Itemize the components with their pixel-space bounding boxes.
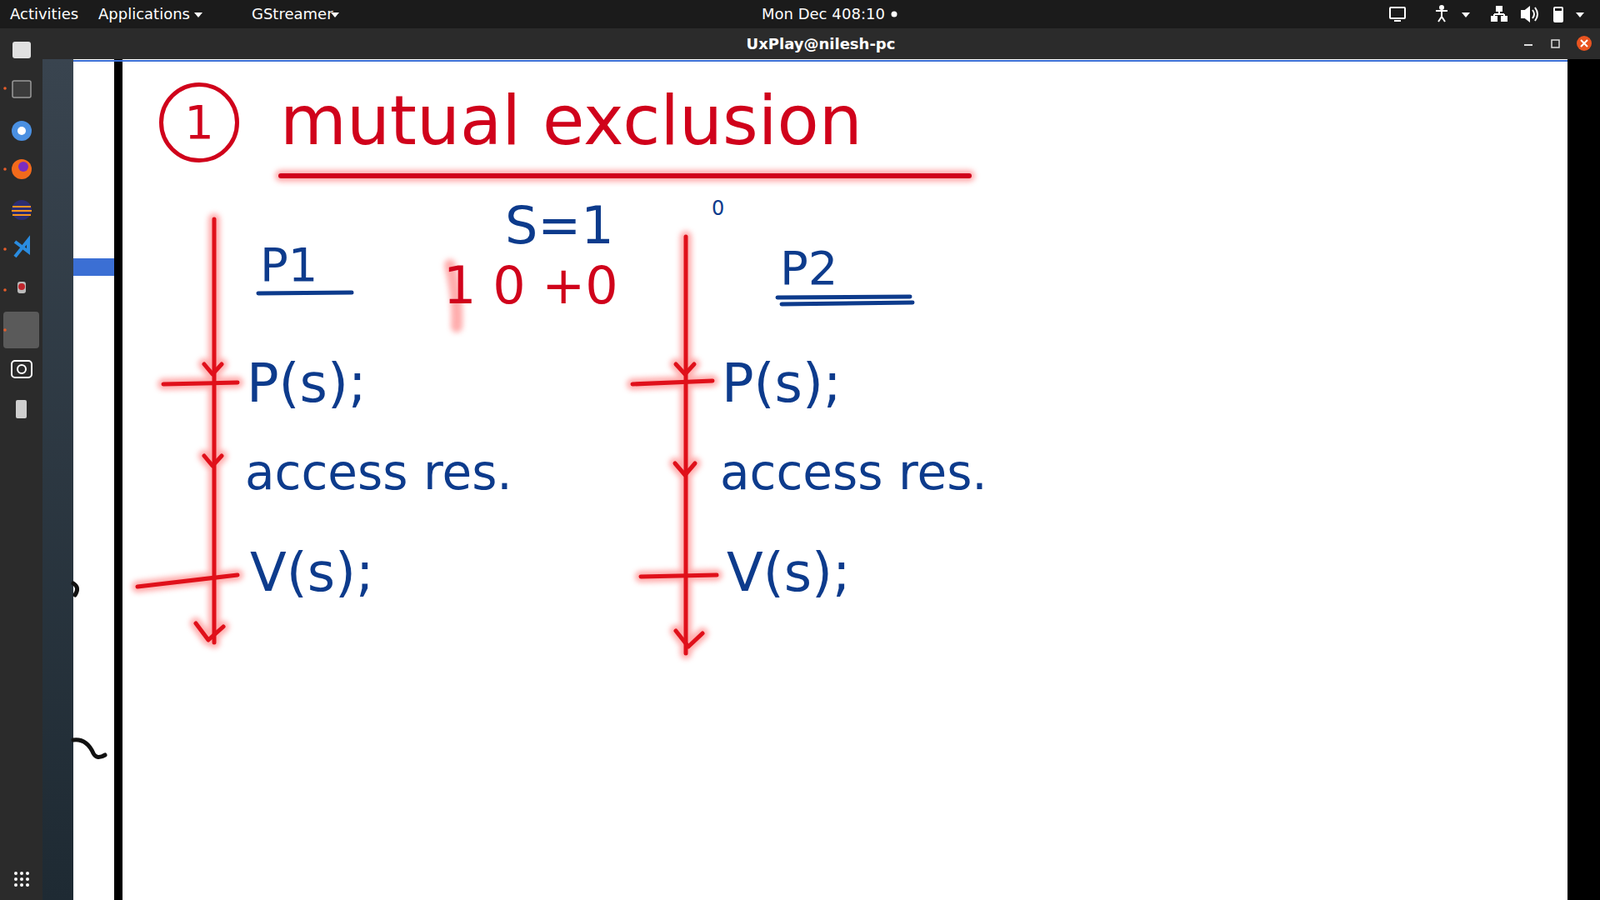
clock-time: 08:10 bbox=[841, 6, 885, 22]
wait-operation: P(s); bbox=[721, 356, 841, 410]
window-title: UxPlay@nilesh-pc bbox=[746, 36, 896, 52]
side-panel-bar bbox=[73, 258, 115, 276]
dock bbox=[0, 28, 43, 900]
side-panel bbox=[73, 59, 115, 900]
menu-item: Applications bbox=[98, 6, 190, 22]
wait-operation: P(s); bbox=[246, 356, 366, 410]
menu-arrow bbox=[194, 12, 203, 18]
critical-section: access res. bbox=[245, 448, 513, 497]
red-flow-arrows bbox=[137, 175, 970, 654]
value-trace: 1 0 +0 bbox=[443, 260, 619, 312]
semaphore-value: 0 bbox=[711, 198, 725, 219]
canvas-top-edge bbox=[73, 60, 1568, 62]
window-edge bbox=[1567, 59, 1600, 900]
menu-item: Activities bbox=[10, 6, 79, 22]
panel-divider bbox=[114, 59, 123, 900]
window-title-bar bbox=[42, 28, 1600, 60]
menu-arrow bbox=[1575, 12, 1585, 18]
number-text: 1 bbox=[184, 99, 215, 146]
whiteboard bbox=[122, 59, 1568, 900]
dock-icons bbox=[3, 41, 40, 887]
status-dot bbox=[891, 11, 898, 18]
circled-number: 1 bbox=[159, 82, 240, 163]
tray-icons bbox=[1390, 5, 1563, 22]
critical-section: access res. bbox=[720, 448, 988, 497]
wallpaper bbox=[42, 28, 74, 900]
window-controls bbox=[1524, 35, 1592, 51]
signal-operation: V(s); bbox=[726, 545, 851, 600]
signal-operation: V(s); bbox=[250, 545, 375, 600]
slide-title: mutual exclusion bbox=[280, 86, 863, 155]
stray-ink bbox=[73, 583, 105, 758]
menu-item: GStreamer bbox=[251, 6, 334, 22]
process-name: P2 bbox=[780, 245, 838, 292]
process-name: P1 bbox=[260, 241, 318, 289]
menu-arrow bbox=[1461, 12, 1470, 18]
title-underline bbox=[280, 173, 970, 179]
top-bar bbox=[0, 0, 1600, 29]
clock-date: Mon Dec 4 bbox=[761, 6, 842, 22]
semaphore-value: S=1 bbox=[505, 200, 615, 252]
